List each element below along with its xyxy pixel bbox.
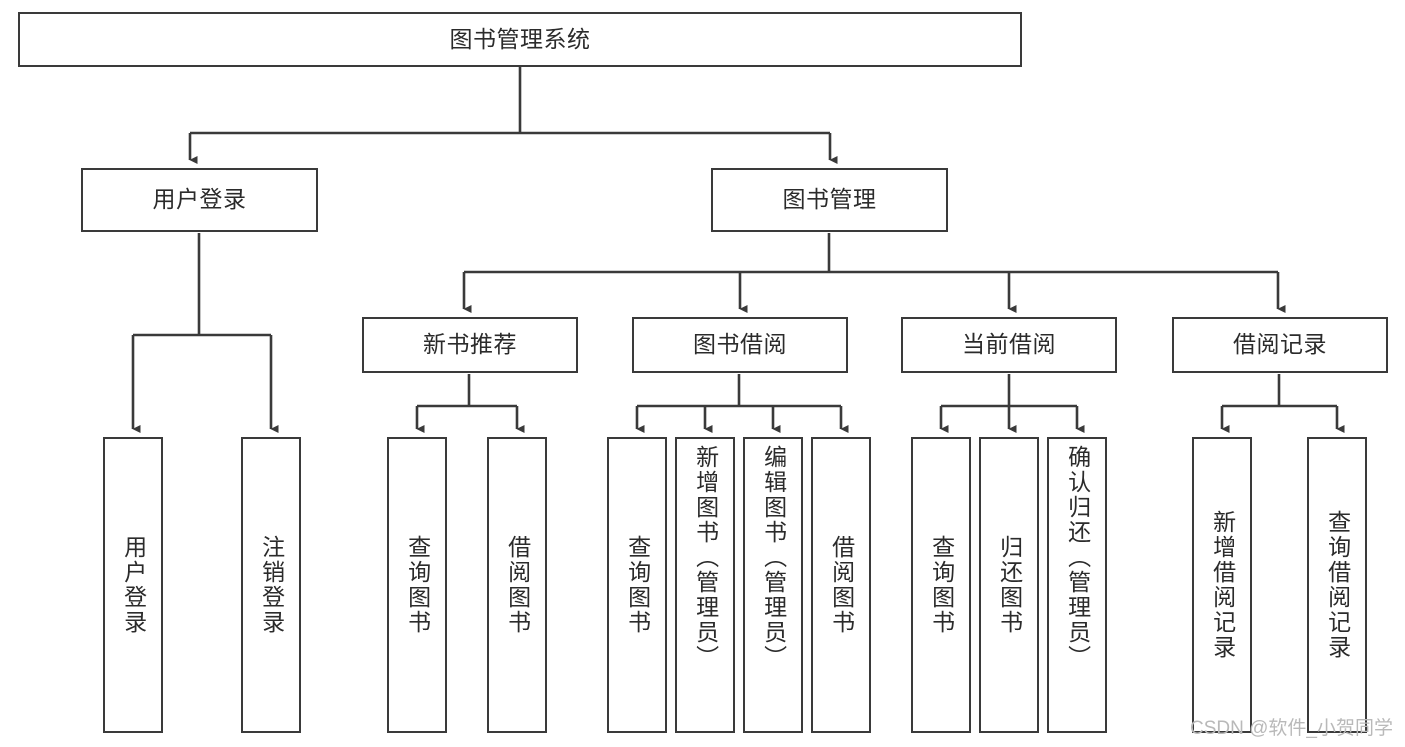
node-borrow-records[interactable]: 借阅记录 [1172, 317, 1388, 373]
node-label: 用户登录 [120, 535, 147, 635]
node-label: 确认归还（管理员） [1064, 445, 1091, 670]
leaf-return-books[interactable]: 归还图书 [979, 437, 1039, 733]
node-root-book-management-system[interactable]: 图书管理系统 [18, 12, 1022, 67]
node-user-login[interactable]: 用户登录 [81, 168, 318, 232]
leaf-confirm-return-admin[interactable]: 确认归还（管理员） [1047, 437, 1107, 733]
node-book-management[interactable]: 图书管理 [711, 168, 948, 232]
node-label: 新增借阅记录 [1209, 510, 1236, 660]
leaf-add-borrow-record[interactable]: 新增借阅记录 [1192, 437, 1252, 733]
node-label: 编辑图书（管理员） [760, 445, 787, 670]
leaf-query-books-borrow[interactable]: 查询图书 [607, 437, 667, 733]
node-label: 借阅图书 [828, 535, 855, 635]
node-label: 图书管理系统 [449, 25, 591, 52]
node-current-borrowing[interactable]: 当前借阅 [901, 317, 1117, 373]
leaf-query-books-current[interactable]: 查询图书 [911, 437, 971, 733]
leaf-query-books-new[interactable]: 查询图书 [387, 437, 447, 733]
leaf-borrow-books-new[interactable]: 借阅图书 [487, 437, 547, 733]
node-label: 查询图书 [928, 535, 955, 635]
node-label: 用户登录 [152, 186, 247, 213]
node-label: 借阅记录 [1233, 331, 1327, 358]
node-label: 归还图书 [996, 535, 1023, 635]
node-label: 注销登录 [258, 535, 285, 635]
node-book-borrowing[interactable]: 图书借阅 [632, 317, 848, 373]
leaf-add-book-admin[interactable]: 新增图书（管理员） [675, 437, 735, 733]
leaf-query-borrow-record[interactable]: 查询借阅记录 [1307, 437, 1367, 733]
leaf-borrow-books[interactable]: 借阅图书 [811, 437, 871, 733]
node-label: 图书借阅 [693, 331, 787, 358]
csdn-watermark: CSDN @软件_小贺同学 [1190, 718, 1393, 739]
leaf-user-login[interactable]: 用户登录 [103, 437, 163, 733]
leaf-logout[interactable]: 注销登录 [241, 437, 301, 733]
node-label: 查询图书 [624, 535, 651, 635]
node-label: 查询图书 [404, 535, 431, 635]
node-new-book-recommendation[interactable]: 新书推荐 [362, 317, 578, 373]
node-label: 查询借阅记录 [1324, 510, 1351, 660]
node-label: 当前借阅 [962, 331, 1056, 358]
node-label: 借阅图书 [504, 535, 531, 635]
node-label: 新增图书（管理员） [692, 445, 719, 670]
node-label: 新书推荐 [423, 331, 517, 358]
leaf-edit-book-admin[interactable]: 编辑图书（管理员） [743, 437, 803, 733]
node-label: 图书管理 [782, 186, 877, 213]
